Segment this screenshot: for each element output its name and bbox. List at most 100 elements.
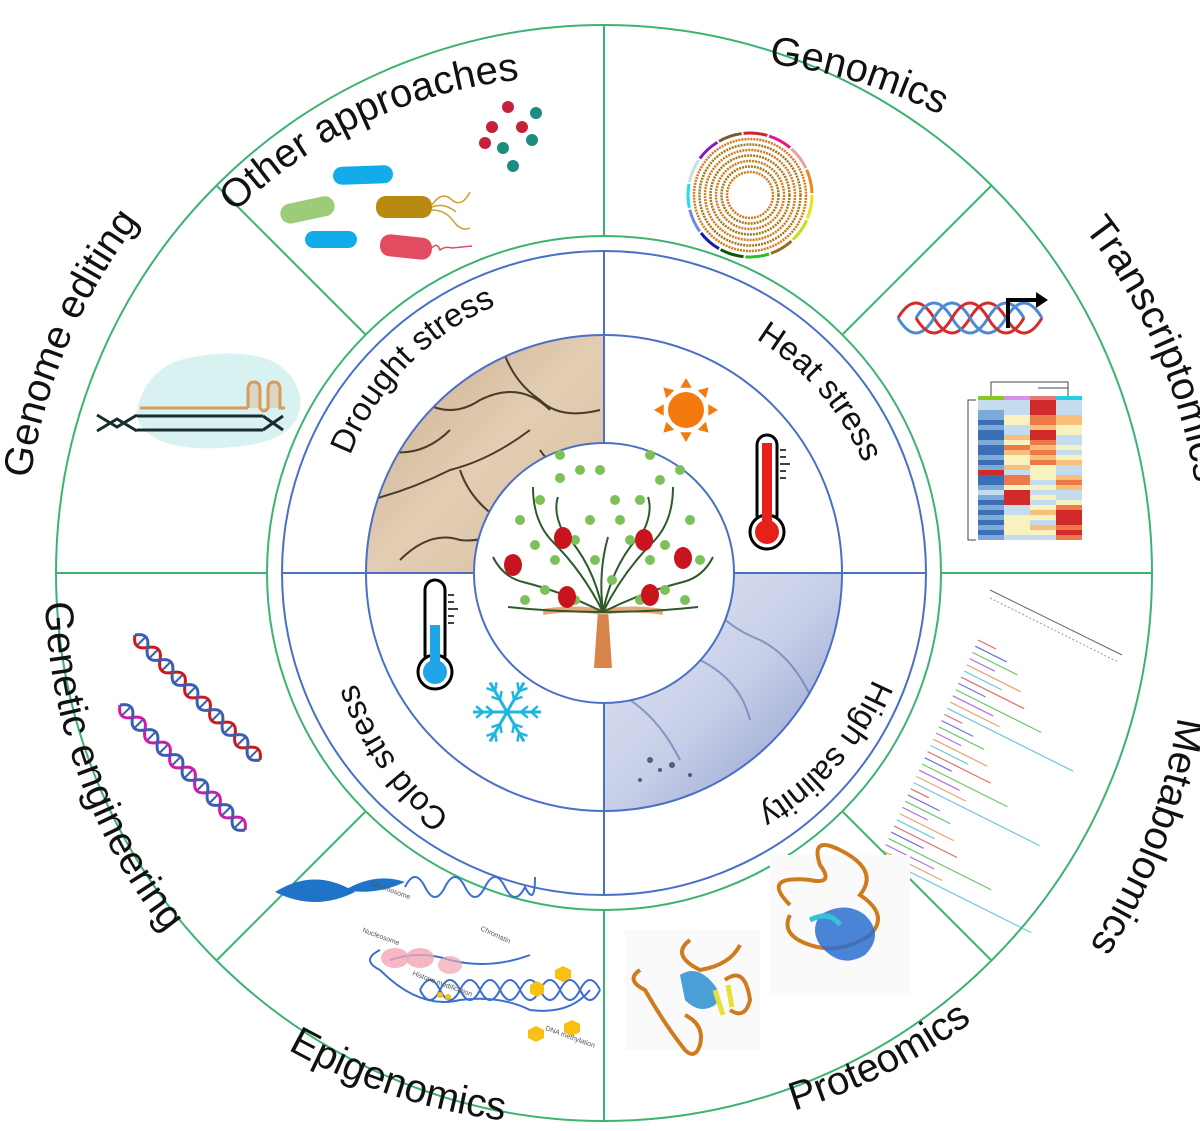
heatmap-row-dendrogram [967, 399, 976, 541]
sun-ray [663, 421, 675, 433]
heatmap-cell [1056, 470, 1082, 475]
helix-rung [161, 661, 171, 671]
heatmap-cell [978, 510, 1004, 515]
snowflake-branch [498, 723, 503, 734]
heatmap-cell [978, 430, 1004, 435]
sun-disc [668, 392, 704, 428]
heatmap-cell [1030, 410, 1056, 415]
label-transcriptomics: Transcriptomics [1077, 207, 1200, 484]
tree-branch [600, 536, 609, 613]
snowflake-branch [486, 686, 496, 693]
heatmap-cell [1056, 480, 1082, 485]
metabolite-trace [966, 664, 1022, 693]
helix-rung [249, 749, 259, 759]
tree-leaf [660, 585, 670, 595]
crispr-icon [96, 353, 301, 449]
metabolite-trace [893, 825, 958, 859]
circos-track [692, 137, 808, 253]
snowflake-arm [488, 711, 509, 743]
tree-leaf [695, 555, 705, 565]
heatmap-cell [1004, 465, 1030, 470]
sun-ray [708, 404, 718, 416]
metabolite-trace [930, 744, 969, 765]
heatmap-cell [1056, 495, 1082, 500]
heatmap-cell [978, 530, 1004, 535]
helix-rung [159, 744, 169, 754]
helix-strand [134, 633, 261, 762]
snowflake-icon [473, 681, 541, 743]
tree-fruit [641, 584, 659, 606]
snowflake-branch [511, 723, 516, 734]
snowflake-branch [530, 711, 539, 719]
snowflake-arm [505, 681, 526, 713]
label-other-approaches: Other approaches [211, 45, 521, 219]
heatmap-cell [1030, 510, 1056, 515]
tree-leaf [555, 473, 565, 483]
label-epigenomics: Epigenomics [283, 1019, 509, 1130]
metabolite-axis-labels [989, 597, 1119, 663]
tree-leaf [575, 465, 585, 475]
label-metabolomics: Metabolomics [1082, 715, 1200, 964]
heatmap-cell [1030, 400, 1056, 405]
heatmap-cell [978, 400, 1004, 405]
heatmap-cell [1056, 460, 1082, 465]
circos-track [703, 148, 797, 242]
circos-segment [805, 194, 814, 220]
heatmap-cell [1004, 525, 1030, 530]
tree-leaf [675, 465, 685, 475]
circos-track [698, 143, 802, 247]
metabolite-trace [960, 676, 1025, 710]
snowflake-branch [485, 711, 494, 719]
helix-rung [199, 699, 209, 709]
heatmap-cell [978, 505, 1004, 510]
metabolite-trace [958, 682, 986, 698]
metabolite-trace [907, 794, 940, 812]
heatmap-cell [1004, 460, 1030, 465]
sun-ray [680, 432, 692, 442]
snowflake-branch [485, 705, 494, 713]
heatmap-cell [1004, 470, 1030, 475]
heatmap-cell [1004, 485, 1030, 490]
cold-thermometer-icon [416, 578, 458, 691]
label-genomics: Genomics [768, 29, 956, 123]
snowflake-branch [491, 695, 501, 702]
heatmap-cell [978, 495, 1004, 500]
tree-leaf [590, 555, 600, 565]
tree-leaf [515, 515, 525, 525]
sun-ray [697, 421, 709, 433]
heatmap-cell [1030, 500, 1056, 505]
heatmap-cell [1056, 475, 1082, 480]
hot-thermometer-icon [748, 433, 790, 551]
heatmap-cell [978, 410, 1004, 415]
heatmap-cell [1004, 430, 1030, 435]
helix-rung [236, 736, 246, 746]
circos-segment [745, 252, 770, 259]
helix-rung [211, 711, 221, 721]
heatmap-cell [1004, 505, 1030, 510]
tree-branch [602, 606, 699, 613]
heatmap-cell [1030, 440, 1056, 445]
circos-segment [791, 219, 809, 241]
heatmap-group-bar [978, 396, 1004, 400]
heatmap-cell [978, 500, 1004, 505]
metabolite-trace [902, 806, 928, 821]
heatmap-cell [1030, 490, 1056, 495]
heatmap-cell [1004, 400, 1030, 405]
helix-rung [136, 636, 146, 646]
tree-leaf [570, 535, 580, 545]
metabolite-trace [913, 782, 1040, 847]
heatmap-cell [1030, 520, 1056, 525]
heatmap-cell [1056, 520, 1082, 525]
metabolite-trace [916, 775, 967, 802]
heatmap-cell [1056, 425, 1082, 430]
sun-ray [663, 387, 675, 399]
heatmap-cell [1056, 435, 1082, 440]
sun-ray [654, 404, 664, 416]
heatmap-cell [1056, 420, 1082, 425]
tree-leaf [645, 450, 655, 460]
tree-fruit [558, 586, 576, 608]
heatmap-dendrogram [990, 381, 1069, 396]
heatmap-cell [1056, 405, 1082, 410]
heatmap-cell [978, 525, 1004, 530]
metabolite-trace [949, 701, 1000, 728]
